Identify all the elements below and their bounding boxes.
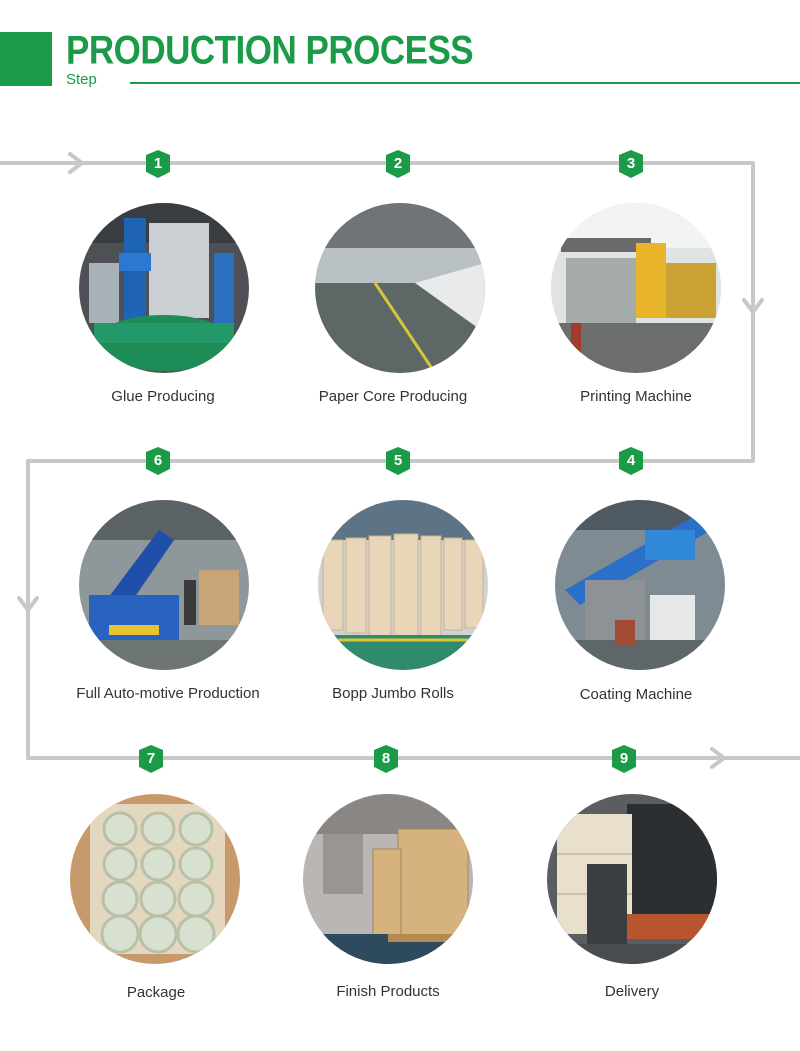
step-badge-1: 1: [146, 150, 170, 178]
bopp-jumbo-rolls-photo: [318, 500, 488, 670]
step-label-5: Bopp Jumbo Rolls: [332, 685, 454, 702]
header-accent-block: [0, 32, 52, 86]
step-label-7: Package: [126, 984, 186, 1001]
step-badge-2: 2: [386, 150, 410, 178]
header-divider: [130, 82, 800, 84]
delivery-photo: [547, 794, 717, 964]
step-badge-7: 7: [139, 745, 163, 773]
printing-press-image: [551, 203, 721, 373]
step-label-8: Finish Products: [336, 983, 440, 1000]
full-auto-motive-production-photo: [79, 500, 249, 670]
step-label-3: Printing Machine: [580, 388, 692, 405]
step-label-1: Glue Producing: [111, 388, 215, 405]
package-photo: [70, 794, 240, 964]
step-badge-6: 6: [146, 447, 170, 475]
printing-machine-photo: [551, 203, 721, 373]
tape-rolls-box-image: [70, 794, 240, 964]
step-label-9: Delivery: [604, 983, 660, 1000]
glue-producing-photo: [79, 203, 249, 373]
step-badge-3: 3: [619, 150, 643, 178]
automated-line-image: [79, 500, 249, 670]
step-badge-8: 8: [374, 745, 398, 773]
coating-machine-photo: [555, 500, 725, 670]
glue-tank-image: [79, 203, 249, 373]
stacked-cartons-image: [303, 794, 473, 964]
step-badge-4: 4: [619, 447, 643, 475]
container-loading-image: [547, 794, 717, 964]
step-label-2: Paper Core Producing: [318, 388, 468, 405]
step-label-4: Coating Machine: [579, 686, 693, 703]
warehouse-floor-image: [315, 203, 485, 373]
jumbo-rolls-image: [318, 500, 488, 670]
paper-core-producing-photo: [315, 203, 485, 373]
page-title: PRODUCTION PROCESS: [66, 28, 474, 73]
step-badge-9: 9: [612, 745, 636, 773]
finish-products-photo: [303, 794, 473, 964]
step-badge-5: 5: [386, 447, 410, 475]
coating-line-image: [555, 500, 725, 670]
page-subtitle: Step: [66, 71, 97, 88]
step-label-6: Full Auto-motive Production: [76, 685, 260, 702]
